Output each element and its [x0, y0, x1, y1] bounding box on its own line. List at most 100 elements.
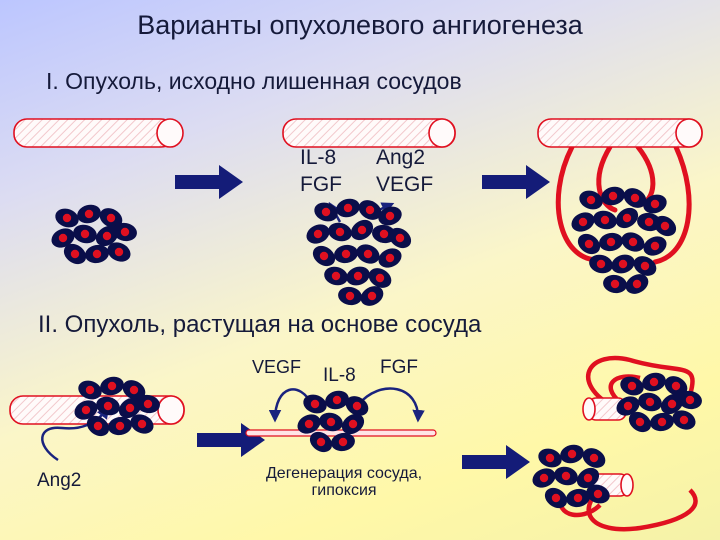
cell-nucleus [331, 271, 341, 281]
cell-nucleus [379, 229, 389, 239]
cell-nucleus [115, 421, 125, 431]
cell-nucleus [321, 207, 331, 217]
cell-nucleus [685, 395, 695, 405]
factor-fgf-2: FGF [380, 357, 418, 378]
tumor-cluster-2 [306, 198, 412, 306]
cell-nucleus [332, 395, 342, 405]
cell-nucleus [357, 225, 367, 235]
degeneration-label: Дегенерация сосуда, гипоксия [265, 465, 423, 499]
cell-nucleus [635, 417, 645, 427]
cell-nucleus [129, 385, 139, 395]
cell-nucleus [319, 251, 329, 261]
cell-nucleus [335, 227, 345, 237]
cell-nucleus [326, 417, 336, 427]
cell-nucleus [143, 399, 153, 409]
section-2-heading: II. Опухоль, растущая на основе сосуда [38, 311, 482, 338]
cell-nucleus [667, 399, 677, 409]
cell-nucleus [584, 239, 594, 249]
cell-nucleus [649, 377, 659, 387]
tumor-cluster-1 [51, 204, 137, 265]
cell-nucleus [316, 437, 326, 447]
cell-nucleus [85, 385, 95, 395]
cell-nucleus [608, 191, 618, 201]
cell-nucleus [93, 421, 103, 431]
cell-nucleus [583, 473, 593, 483]
factor-fgf: FGF [300, 173, 342, 196]
page-title: Варианты опухолевого ангиогенеза [137, 10, 583, 40]
cell-nucleus [102, 231, 112, 241]
factor-il8: IL-8 [300, 146, 337, 169]
process-arrow [197, 423, 265, 457]
cell-nucleus [80, 229, 90, 239]
cell-nucleus [561, 471, 571, 481]
cell-nucleus [606, 237, 616, 247]
cell-nucleus [313, 229, 323, 239]
cell-nucleus [367, 291, 377, 301]
cell-nucleus [610, 279, 620, 289]
cell-nucleus [632, 279, 642, 289]
cell-nucleus [623, 401, 633, 411]
cell-nucleus [103, 401, 113, 411]
cell-nucleus [627, 381, 637, 391]
cell-nucleus [352, 401, 362, 411]
cell-nucleus [84, 209, 94, 219]
cell-nucleus [660, 221, 670, 231]
cell-nucleus [545, 453, 555, 463]
cell-nucleus [622, 213, 632, 223]
cell-nucleus [114, 247, 124, 257]
vessel-1 [13, 118, 184, 148]
cell-nucleus [650, 241, 660, 251]
cell-nucleus [385, 211, 395, 221]
cell-nucleus [650, 199, 660, 209]
tumor-cluster-5 [297, 390, 369, 453]
cell-nucleus [343, 203, 353, 213]
cell-nucleus [628, 237, 638, 247]
vessel-3 [537, 118, 703, 148]
cell-nucleus [365, 205, 375, 215]
cell-nucleus [618, 259, 628, 269]
cell-nucleus [107, 381, 117, 391]
cell-nucleus [62, 213, 72, 223]
cell-nucleus [106, 213, 116, 223]
cell-nucleus [586, 195, 596, 205]
cell-nucleus [578, 217, 588, 227]
cell-nucleus [539, 473, 549, 483]
cell-nucleus [395, 233, 405, 243]
cell-nucleus [310, 399, 320, 409]
cell-nucleus [81, 405, 91, 415]
tumor-cluster-6 [616, 372, 702, 433]
cell-nucleus [644, 217, 654, 227]
cell-nucleus [640, 261, 650, 271]
factor-ang2: Ang2 [376, 146, 426, 169]
cell-nucleus [363, 249, 373, 259]
cell-nucleus [353, 271, 363, 281]
cell-nucleus [657, 417, 667, 427]
cell-nucleus [58, 233, 68, 243]
cell-nucleus [385, 253, 395, 263]
tumor-cluster-7 [532, 444, 610, 509]
process-arrow [482, 165, 550, 199]
cell-nucleus [338, 437, 348, 447]
cell-nucleus [341, 249, 351, 259]
section-1-heading: I. Опухоль, исходно лишенная сосудов [46, 68, 462, 94]
cell-nucleus [589, 453, 599, 463]
vessel-2 [282, 118, 456, 148]
cell-nucleus [679, 415, 689, 425]
cell-nucleus [375, 273, 385, 283]
cell-nucleus [348, 419, 358, 429]
factor-il8-2: IL-8 [323, 365, 356, 386]
cell-nucleus [92, 249, 102, 259]
factor-vegf-2: VEGF [252, 357, 302, 377]
cell-nucleus [345, 291, 355, 301]
ang2-label: Ang2 [37, 470, 82, 491]
cell-nucleus [551, 493, 561, 503]
tumor-cluster-3 [571, 186, 677, 294]
cell-nucleus [671, 381, 681, 391]
cell-nucleus [125, 403, 135, 413]
tumor-clusters [51, 186, 702, 509]
tumor-cluster-4 [74, 376, 160, 437]
factor-vegf: VEGF [376, 173, 434, 196]
cell-nucleus [573, 493, 583, 503]
cell-nucleus [593, 489, 603, 499]
process-arrow [462, 445, 530, 479]
